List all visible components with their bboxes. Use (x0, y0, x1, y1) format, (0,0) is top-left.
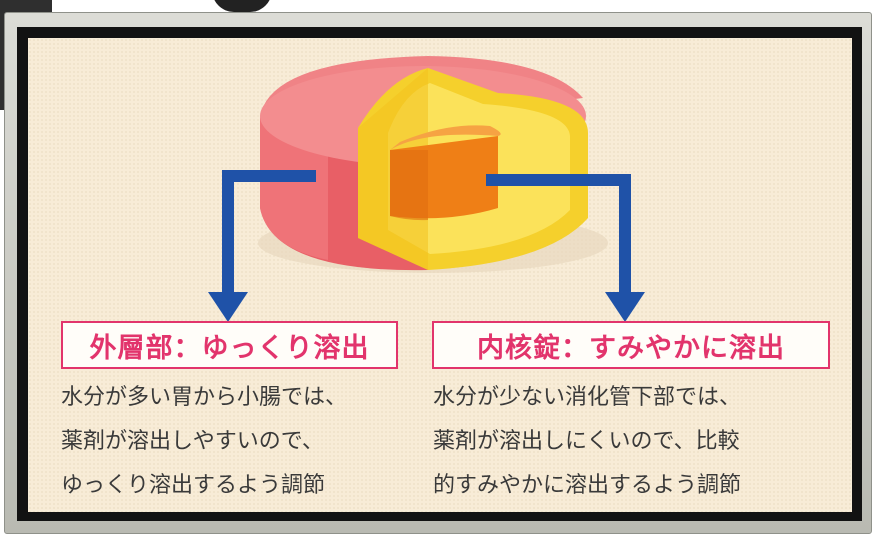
cropped-heading-glyph (212, 0, 272, 12)
arrow-outer (222, 170, 316, 300)
outer-description-line-1: 水分が多い胃から小腸では、 (61, 385, 348, 410)
arrow-core (486, 174, 631, 300)
core-description-line-3: 的すみやかに溶出するよう調節 (433, 473, 742, 498)
diagram-panel: 外層部：ゆっくり溶出 内核錠：すみやかに溶出 水分が多い胃から小腸では、 薬剤が… (28, 38, 852, 512)
outer-description-line-3: ゆっくり溶出するよう調節 (61, 473, 326, 498)
core-front (390, 150, 428, 221)
tablet-diagram (208, 56, 645, 322)
outer-layer-side-highlight (260, 118, 328, 260)
core-description-line-2: 薬剤が溶出しにくいので、比較 (433, 429, 740, 454)
core-description-line-1: 水分が少ない消化管下部では、 (433, 385, 742, 410)
core-label: 内核錠：すみやかに溶出 (432, 321, 830, 369)
outer-description-line-2: 薬剤が溶出しやすいので、 (61, 429, 324, 454)
core-top (390, 125, 501, 150)
outer-layer-label: 外層部：ゆっくり溶出 (61, 321, 398, 369)
outer-description: 水分が多い胃から小腸では、 薬剤が溶出しやすいので、 ゆっくり溶出するよう調節 (61, 376, 347, 508)
core-description: 水分が少ない消化管下部では、 薬剤が溶出しにくいので、比較 的すみやかに溶出する… (433, 376, 741, 508)
arrow-core-head (605, 292, 645, 322)
arrow-outer-head (208, 292, 248, 322)
